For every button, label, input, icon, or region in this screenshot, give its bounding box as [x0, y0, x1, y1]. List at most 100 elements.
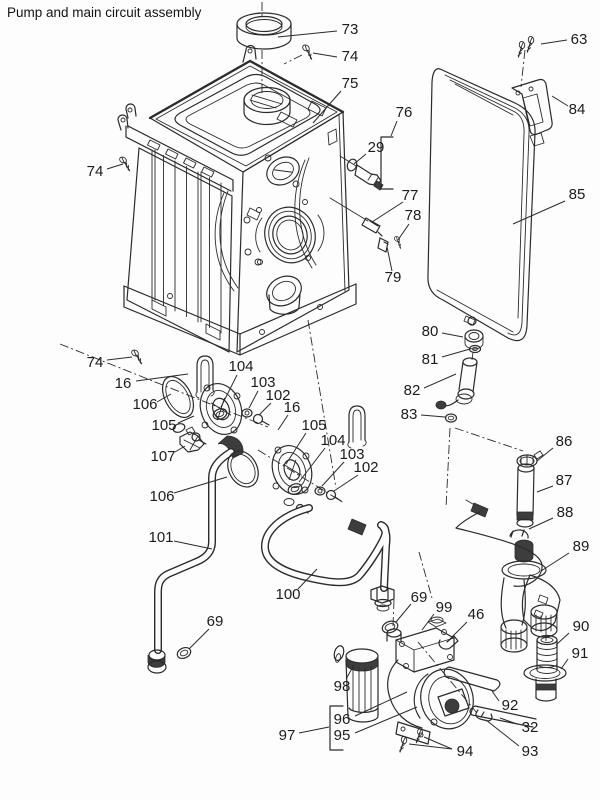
- leader-line-89: [540, 552, 570, 572]
- flow-pipe-100: [261, 504, 399, 634]
- part-label-107: 107: [150, 448, 175, 465]
- leader-line-102a: [258, 402, 272, 416]
- leader-line-91: [560, 658, 569, 670]
- part-label-104a: 104: [228, 358, 253, 375]
- part-label-93: 93: [522, 743, 539, 760]
- leader-line-83: [420, 414, 446, 418]
- part-label-97: 97: [279, 727, 296, 744]
- part-label-100: 100: [275, 586, 300, 603]
- leader-line-96: [354, 691, 408, 717]
- leader-line-104a: [220, 374, 238, 408]
- pump-assembly: [333, 616, 474, 745]
- part-label-16a: 16: [115, 375, 132, 392]
- leader-line-87: [536, 485, 554, 493]
- leader-line-77: [371, 201, 404, 223]
- leader-line-76: [390, 120, 398, 137]
- leader-line-74a: [312, 52, 338, 58]
- part-label-84: 84: [569, 101, 586, 118]
- part-label-102b: 102: [353, 459, 378, 476]
- leader-line-29: [353, 153, 367, 165]
- bracket-95-96: [329, 705, 344, 751]
- part-label-32: 32: [522, 719, 539, 736]
- leader-line-103b: [321, 461, 345, 487]
- part-label-81: 81: [422, 351, 439, 368]
- part-label-88: 88: [557, 504, 574, 521]
- part-label-91: 91: [572, 645, 589, 662]
- leader-line-86: [536, 447, 554, 462]
- part-label-105a: 105: [151, 417, 176, 434]
- leader-line-16a: [135, 373, 189, 382]
- bracket-76: [380, 136, 394, 190]
- leader-line-69a: [188, 628, 210, 650]
- leader-line-88: [528, 517, 554, 530]
- leader-line-90: [555, 632, 570, 646]
- part-label-102a: 102: [265, 387, 290, 404]
- leader-line-94: [423, 736, 453, 750]
- leader-line-99: [421, 613, 435, 631]
- page-title: Pump and main circuit assembly: [7, 5, 202, 20]
- assembly-brackets: [329, 136, 394, 751]
- leader-line-73: [277, 30, 338, 38]
- part-label-74c: 74: [87, 354, 104, 371]
- leader-line-75: [312, 90, 342, 124]
- part-label-92: 92: [502, 697, 519, 714]
- diverter-valve-assembly: [455, 450, 567, 702]
- part-label-106b: 106: [149, 488, 174, 505]
- part-label-103b: 103: [339, 446, 364, 463]
- part-label-74b: 74: [87, 163, 104, 180]
- part-label-78: 78: [405, 207, 422, 224]
- leader-line-74c: [106, 356, 133, 361]
- part-label-94: 94: [457, 743, 474, 760]
- leader-line-84: [551, 95, 569, 107]
- leader-line-80: [441, 332, 464, 338]
- leader-line-100: [297, 568, 318, 590]
- side-fittings: [329, 155, 389, 253]
- part-label-73: 73: [342, 21, 359, 38]
- leader-line-93: [485, 719, 520, 747]
- fixing-screws: [116, 35, 537, 753]
- leader-line-78: [397, 223, 410, 241]
- part-label-63: 63: [571, 31, 588, 48]
- part-label-29: 29: [368, 139, 385, 156]
- part-label-101: 101: [148, 529, 173, 546]
- part-label-106a: 106: [132, 396, 157, 413]
- part-label-76: 76: [396, 104, 413, 121]
- part-label-105b: 105: [301, 417, 326, 434]
- leader-line-104b: [298, 447, 326, 483]
- part-label-77: 77: [402, 187, 419, 204]
- leader-line-94: [408, 743, 453, 750]
- heat-exchanger-box: [117, 44, 357, 356]
- part-label-16b: 16: [284, 399, 301, 416]
- part-label-46: 46: [468, 606, 485, 623]
- leader-line-98: [345, 664, 355, 680]
- leader-line-82: [423, 373, 457, 389]
- leader-line-16b: [277, 414, 289, 431]
- part-label-99: 99: [436, 599, 453, 616]
- part-label-69a: 69: [207, 613, 224, 630]
- part-label-89: 89: [573, 538, 590, 555]
- part-label-74a: 74: [342, 48, 359, 65]
- leader-line-79: [386, 246, 393, 272]
- pump-manifold-1: [161, 355, 270, 459]
- leader-line-103a: [248, 390, 259, 409]
- leader-line-32: [499, 717, 518, 725]
- leader-line-107: [174, 445, 186, 453]
- flue-ring-73: [236, 12, 292, 50]
- part-label-75: 75: [342, 75, 359, 92]
- expansion-vessel: [427, 68, 536, 342]
- leader-line-85: [512, 200, 566, 225]
- leader-line-92: [491, 690, 500, 702]
- leader-line-101: [173, 540, 213, 550]
- leader-line-69b: [395, 603, 412, 623]
- part-label-79: 79: [385, 269, 402, 286]
- leader-line-74b: [106, 163, 124, 170]
- leader-line-81: [441, 348, 471, 358]
- part-label-95: 95: [334, 727, 351, 744]
- leader-line-106b: [173, 476, 228, 494]
- part-label-82: 82: [404, 382, 421, 399]
- leader-line-106a: [156, 393, 172, 403]
- leader-line-46: [449, 621, 468, 640]
- leader-line-63: [540, 39, 568, 45]
